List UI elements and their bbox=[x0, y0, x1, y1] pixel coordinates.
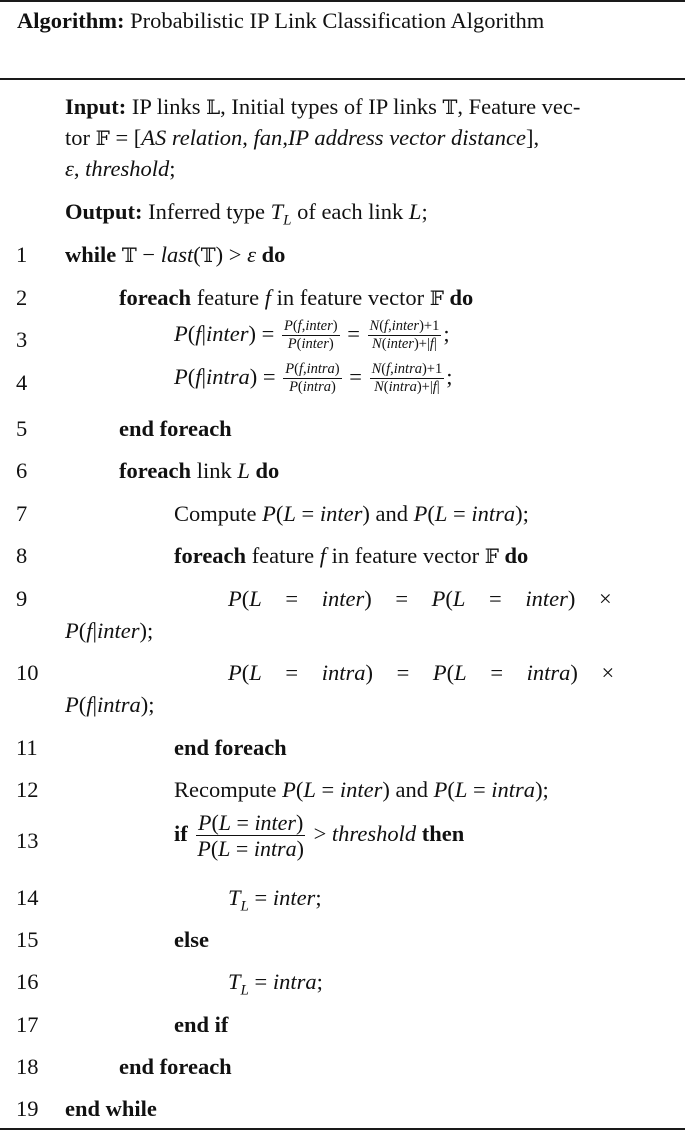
keyword-end-while: end while bbox=[65, 1096, 157, 1121]
fraction: P(f,intra) P(intra) bbox=[283, 361, 342, 396]
line-number: 15 bbox=[16, 927, 39, 952]
line-number: 12 bbox=[16, 777, 39, 802]
keyword-foreach: foreach bbox=[119, 458, 192, 483]
keyword-foreach: foreach bbox=[119, 285, 192, 310]
keyword-then: then bbox=[421, 820, 465, 846]
text-feature: feature bbox=[251, 543, 315, 568]
text-in-feature-vector: in feature vector bbox=[331, 543, 480, 568]
text-in-feature-vector: in feature vector bbox=[276, 285, 425, 310]
code-line-10-cont: P(f|intra); bbox=[65, 692, 155, 717]
code-line-11: end foreach bbox=[174, 735, 287, 761]
line-number: 3 bbox=[16, 327, 28, 352]
text-compute: Compute bbox=[174, 501, 257, 526]
line-number: 6 bbox=[16, 458, 28, 483]
keyword-end-foreach: end foreach bbox=[174, 735, 287, 760]
input-line-3: ε, threshold; bbox=[65, 156, 176, 181]
text-and: and bbox=[375, 501, 408, 526]
code-line-9-cont: P(f|inter); bbox=[65, 618, 154, 643]
line-number: 19 bbox=[16, 1096, 39, 1121]
fraction: P(L = inter) P(L = intra) bbox=[195, 810, 306, 862]
text-feature: feature bbox=[196, 285, 260, 310]
line-number: 16 bbox=[16, 969, 39, 994]
code-line-8: foreach feature f in feature vector 𝔽 do bbox=[174, 543, 529, 568]
code-line-9: P(L = inter) = P(L = inter) × bbox=[228, 586, 612, 611]
code-line-6: foreach link L do bbox=[119, 458, 280, 483]
code-line-13: if P(L = inter) P(L = intra) > threshold… bbox=[174, 810, 465, 862]
top-rule bbox=[0, 0, 685, 2]
keyword-do: do bbox=[504, 543, 529, 568]
line-number: 18 bbox=[16, 1054, 39, 1079]
input-label: Input: bbox=[65, 94, 127, 119]
code-line-2: foreach feature f in feature vector 𝔽 do bbox=[119, 285, 474, 310]
code-line-12: Recompute P(L = inter) and P(L = intra); bbox=[174, 777, 549, 802]
input-line-2: tor 𝔽 = [AS relation, fan,IP address vec… bbox=[65, 125, 540, 150]
header-rule bbox=[0, 78, 685, 80]
keyword-if: if bbox=[174, 820, 188, 846]
bottom-rule bbox=[0, 1128, 685, 1130]
output-line: Output: Inferred type TL of each link L; bbox=[65, 199, 428, 229]
code-line-3: P(f|inter) = P(f,inter) P(inter) = N(f,i… bbox=[174, 318, 450, 353]
line-number: 9 bbox=[16, 586, 28, 611]
code-line-14: TL = inter; bbox=[228, 885, 322, 915]
keyword-while: while bbox=[65, 242, 117, 267]
code-line-17: end if bbox=[174, 1012, 228, 1038]
line-number: 10 bbox=[16, 660, 39, 685]
algorithm-title: Probabilistic IP Link Classification Alg… bbox=[130, 8, 545, 33]
line-number: 5 bbox=[16, 416, 28, 441]
keyword-end-foreach: end foreach bbox=[119, 1054, 232, 1079]
line-number: 14 bbox=[16, 885, 39, 910]
output-label: Output: bbox=[65, 199, 143, 224]
line-number: 1 bbox=[16, 242, 28, 267]
code-line-15: else bbox=[174, 927, 209, 953]
line-number: 17 bbox=[16, 1012, 39, 1037]
keyword-end-foreach: end foreach bbox=[119, 416, 232, 441]
keyword-end-if: end if bbox=[174, 1012, 229, 1037]
line-number: 13 bbox=[16, 828, 39, 853]
text-link: link bbox=[196, 458, 232, 483]
keyword-else: else bbox=[174, 927, 209, 952]
code-line-10: P(L = intra) = P(L = intra) × bbox=[228, 660, 615, 685]
code-line-1: while 𝕋 − last(𝕋) > ε do bbox=[65, 242, 286, 267]
line-number: 8 bbox=[16, 543, 28, 568]
fraction: P(f,inter) P(inter) bbox=[281, 318, 340, 353]
line-number: 4 bbox=[16, 370, 28, 395]
line-number: 7 bbox=[16, 501, 28, 526]
keyword-do: do bbox=[261, 242, 286, 267]
algorithm-header: Algorithm: Probabilistic IP Link Classif… bbox=[17, 8, 544, 34]
keyword-do: do bbox=[449, 285, 474, 310]
code-line-19: end while bbox=[65, 1096, 157, 1122]
text-recompute: Recompute bbox=[174, 777, 277, 802]
code-line-18: end foreach bbox=[119, 1054, 232, 1080]
line-number: 2 bbox=[16, 285, 28, 310]
fraction: N(f,intra)+1 N(intra)+|f| bbox=[369, 361, 445, 396]
keyword-do: do bbox=[255, 458, 280, 483]
fraction: N(f,inter)+1 N(inter)+|f| bbox=[367, 318, 442, 353]
algorithm-label: Algorithm: bbox=[17, 8, 125, 33]
keyword-foreach: foreach bbox=[174, 543, 247, 568]
code-line-4: P(f|intra) = P(f,intra) P(intra) = N(f,i… bbox=[174, 361, 453, 396]
code-line-16: TL = intra; bbox=[228, 969, 323, 999]
code-line-7: Compute P(L = inter) and P(L = intra); bbox=[174, 501, 529, 526]
input-line-1: Input: IP links 𝕃, Initial types of IP l… bbox=[65, 94, 581, 119]
text-and: and bbox=[395, 777, 428, 802]
code-line-5: end foreach bbox=[119, 416, 232, 442]
line-number: 11 bbox=[16, 735, 38, 760]
